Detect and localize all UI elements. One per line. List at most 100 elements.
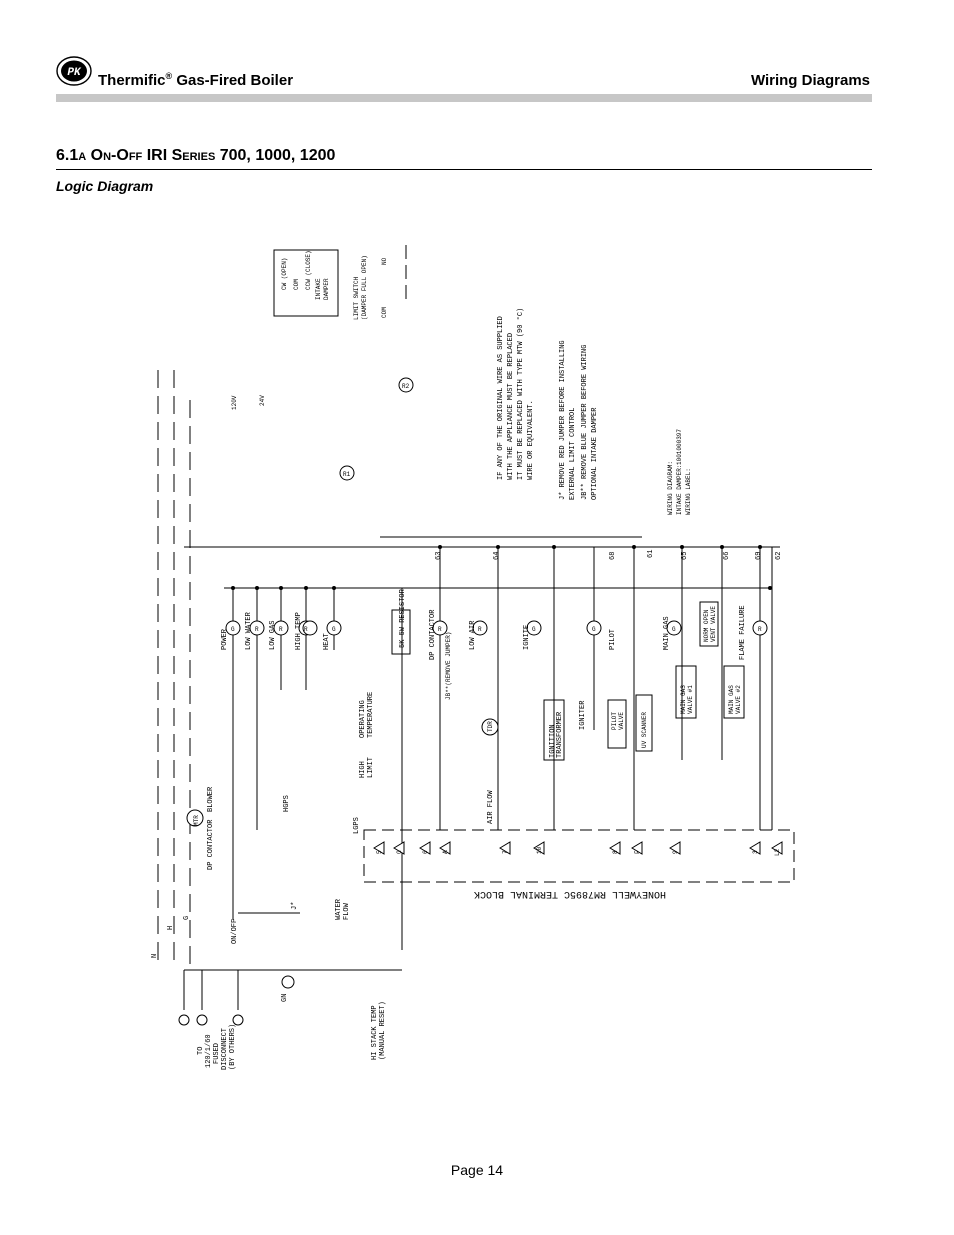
subtitle: Logic Diagram: [56, 178, 154, 194]
tdr-circle: [481, 718, 499, 736]
page-footer: Page 14: [0, 1162, 954, 1178]
wire-number-63: 63: [435, 552, 443, 560]
lamp-power: [225, 620, 241, 636]
lamp-letter-pilot: G: [592, 626, 596, 633]
hgps-label: HGPS: [283, 795, 291, 812]
damper-cw: CW (OPEN): [281, 258, 288, 290]
lamp-label-heat: HEAT: [323, 633, 331, 650]
terminal-label-9: 9: [672, 850, 679, 854]
lamp-label-main-gas: MAIN GAS: [663, 616, 671, 650]
lamp-letter-low-water: R: [255, 626, 259, 633]
terminal-label-l2: L2: [774, 848, 781, 856]
relay-r2-circle: [398, 377, 414, 393]
disconnect-3: FUSED: [213, 1043, 221, 1064]
dp-contactor-label: DP CONTACTOR: [207, 819, 215, 870]
disconnect-2: 120/1/60: [205, 1034, 213, 1068]
igniter-label: IGNITER: [579, 700, 587, 730]
lamp-high-temp-2: [302, 620, 318, 636]
terminal-g: [393, 841, 405, 855]
terminal-label-a: A: [442, 850, 449, 854]
pilot-valve-2: VALVE: [618, 712, 625, 730]
damper-block: [273, 249, 339, 317]
air-flow-label: AIR FLOW: [487, 790, 495, 824]
relay-r1-circle: [339, 465, 355, 481]
main-gas-1-b: VALVE #1: [687, 685, 694, 714]
limit-com: COM: [381, 307, 388, 318]
high-limit-2: LIMIT: [367, 757, 375, 778]
blower-label: BLOWER: [207, 786, 215, 812]
main-gas-valve-1-block: [675, 665, 697, 719]
lamp-heat: [326, 620, 342, 636]
terminal-5: [373, 841, 385, 855]
terminal-7: [499, 841, 511, 855]
company-logo-icon: PK: [56, 56, 92, 86]
terminal-9: [669, 841, 681, 855]
lamp-label-low-gas: LOW GAS: [269, 621, 277, 650]
lamp-ignite: [526, 620, 542, 636]
transformer-volts: 24V: [259, 395, 266, 406]
damper-ccw: CCW (CLOSE): [305, 250, 312, 290]
lamp-letter-high-temp: R: [304, 626, 308, 633]
damper-com: COM: [293, 279, 300, 290]
lamp-flame-failure: [752, 620, 768, 636]
note-line-1: IF ANY OF THE ORIGINAL WIRE AS SUPPLIED: [497, 316, 505, 480]
high-limit-1: HIGH: [359, 761, 367, 778]
section-label: Wiring Diagrams: [750, 72, 870, 89]
wire-number-61: 61: [647, 550, 655, 558]
mtr-label: MTR: [193, 815, 200, 826]
wire-number-69: 69: [755, 552, 763, 560]
limit-switch-2: (DAMPER FULL OPEN): [361, 255, 368, 320]
wire-number-66: 66: [723, 552, 731, 560]
uv-scanner-label: UV SCANNER: [641, 712, 648, 748]
note-line-5: J* REMOVE RED JUMPER BEFORE INSTALLING: [559, 340, 567, 500]
water-flow-1: WATER: [335, 898, 343, 920]
stack-temp-1: HI STACK TEMP: [371, 1005, 379, 1060]
wiring-diagram: HONEYWELL RM7895C TERMINAL BLOCK IF ANY …: [151, 245, 795, 1070]
lamp-dp-contactor: [432, 620, 448, 636]
page-header: PK Thermific® Gas-Fired Boiler Wiring Di…: [56, 52, 872, 102]
water-flow-2: FLOW: [343, 902, 351, 920]
svg-text:PK: PK: [67, 67, 82, 79]
supply-n: N: [151, 954, 159, 958]
lamp-letter-ignite: G: [532, 626, 536, 633]
wiring-diagram-label: WIRING DIAGRAM:: [667, 461, 674, 515]
main-gas-valve-2-block: [723, 665, 745, 719]
note-line-8: OPTIONAL INTAKE DAMPER: [591, 407, 599, 500]
lamp-label-pilot: PILOT: [609, 629, 617, 650]
terminal-3: [749, 841, 761, 855]
disconnect-1: TO: [197, 1047, 205, 1055]
wire-number-62: 62: [775, 552, 783, 560]
terminal-a: [439, 841, 451, 855]
main-gas-2-a: MAIN GAS: [728, 685, 735, 714]
pilot-valve-block: [607, 699, 627, 749]
note-line-3: IT MUST BE REPLACED WITH TYPE MTW (90 °C…: [516, 308, 525, 480]
supply-g: G: [183, 916, 191, 920]
disconnect-neutral-terminal: [178, 1014, 190, 1026]
uv-scanner-block: [635, 694, 653, 752]
wire-number-65: 65: [681, 552, 689, 560]
lamp-letter-flame: R: [758, 626, 762, 633]
ignition-1: IGNITION: [549, 724, 557, 758]
disconnect-4: DISCONNECT: [221, 1028, 229, 1070]
terminal-6: [419, 841, 431, 855]
relay-r2-label: R2: [402, 383, 410, 390]
lamp-letter-low-air: R: [478, 626, 482, 633]
title-models: 700, 1000, 1200: [219, 147, 336, 164]
note-line-4: WIRE OR EQUIVALENT.: [527, 400, 535, 480]
disconnect-hot-terminal: [196, 1014, 208, 1026]
terminal-label-6: 6: [422, 850, 429, 854]
damper-name-1: INTAKE: [315, 278, 322, 300]
terminal-label-f: F: [634, 850, 641, 854]
lamp-label-low-air: LOW AIR: [469, 620, 477, 650]
terminal-block-label: HONEYWELL RM7895C TERMINAL BLOCK: [474, 888, 666, 899]
norm-open-2: VENT VALVE: [710, 606, 717, 642]
lamp-letter-main-gas: G: [672, 626, 676, 633]
lgps-label: LGPS: [353, 817, 361, 834]
wire-number-68: 68: [609, 552, 617, 560]
note-line-2: WITH THE APPLIANCE MUST BE REPLACED: [507, 333, 515, 480]
intake-damper-value: 1001000397: [676, 429, 683, 465]
stack-temp-2: (MANUAL RESET): [379, 1001, 387, 1060]
jumper-j-label: J*: [291, 902, 299, 910]
terminal-label-8: 8: [612, 850, 619, 854]
page-label: Page: [450, 1162, 484, 1178]
